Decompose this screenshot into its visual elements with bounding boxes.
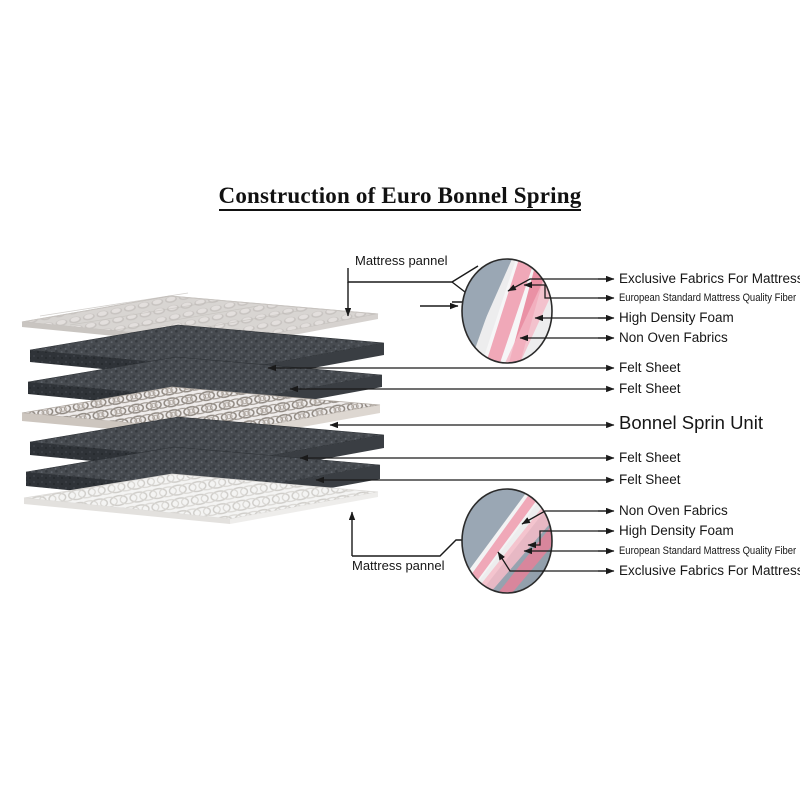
- label-arrows-bottom: [598, 507, 615, 575]
- leader-lines-bottom-detail: [497, 510, 612, 572]
- label-arrows-top: [598, 275, 615, 342]
- detail-circle-bottom: [461, 488, 553, 594]
- layer-label-felt-sheet-3: Felt Sheet: [619, 450, 681, 465]
- layer-mattress-panel-bottom: [23, 473, 379, 524]
- layer-label-bonnel-spring-unit: Bonnel Sprin Unit: [619, 412, 763, 433]
- callout-top-mattress-panel: [344, 265, 481, 317]
- callout-bottom-mattress-panel: [348, 511, 471, 557]
- callout-label-mattress-panel-bottom: Mattress pannel: [352, 558, 445, 573]
- detail-label-bottom-1: Non Oven Fabrics: [619, 503, 728, 518]
- detail-label-top-3: High Density Foam: [619, 310, 734, 325]
- detail-label-bottom-3: European Standard Mattress Quality Fiber: [619, 545, 797, 557]
- detail-label-bottom-4: Exclusive Fabrics For Mattress: [619, 563, 800, 578]
- page-title-text: Construction of Euro Bonnel Spring: [218, 183, 582, 211]
- detail-label-top-1: Exclusive Fabrics For Mattress: [619, 271, 800, 286]
- detail-label-top-2: European Standard Mattress Quality Fiber: [619, 292, 797, 304]
- detail-label-bottom-2: High Density Foam: [619, 523, 734, 538]
- callout-label-mattress-panel-top: Mattress pannel: [355, 253, 448, 268]
- layer-label-felt-sheet-2: Felt Sheet: [619, 381, 681, 396]
- layer-label-felt-sheet-1: Felt Sheet: [619, 360, 681, 375]
- page-title: Construction of Euro Bonnel Spring: [0, 183, 800, 211]
- leader-lines-middle: [267, 364, 615, 484]
- detail-label-top-4: Non Oven Fabrics: [619, 330, 728, 345]
- layer-label-felt-sheet-4: Felt Sheet: [619, 472, 681, 487]
- detail-circle-top: [461, 258, 553, 364]
